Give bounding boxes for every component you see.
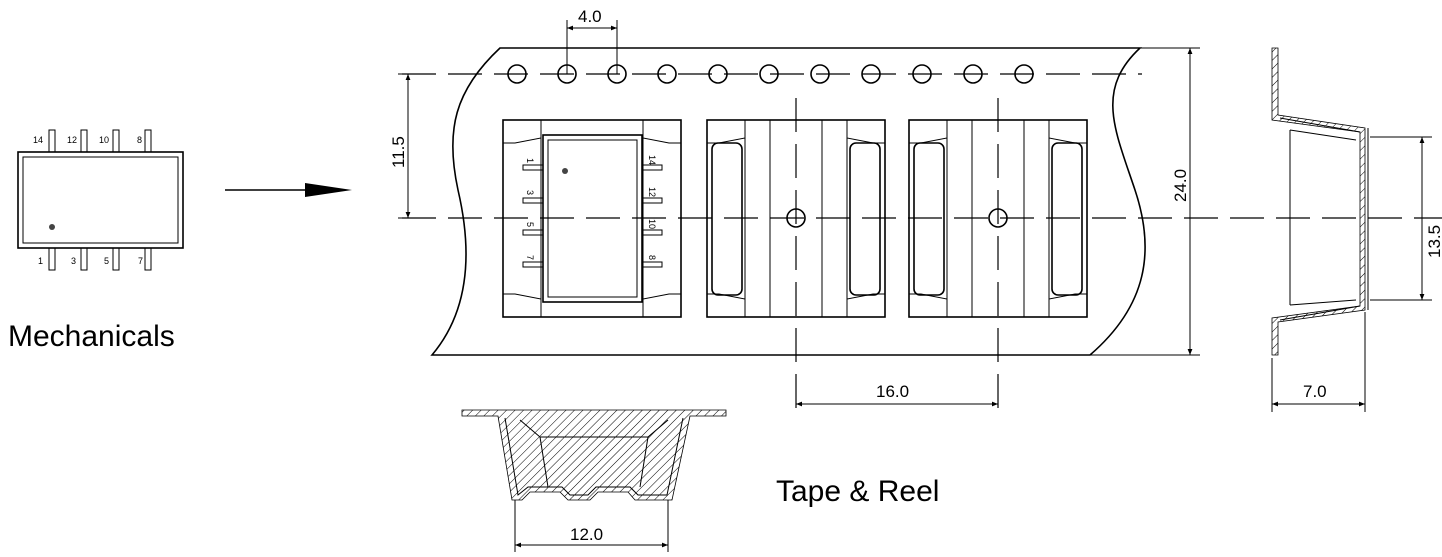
component-mechanicals: 14 12 10 8 1 3 5 7 <box>17 129 184 271</box>
pin-bottom <box>144 247 152 271</box>
pocket-cross-section <box>461 409 727 501</box>
pin-label: 12 <box>647 187 657 197</box>
pin-label: 10 <box>647 219 657 229</box>
pin-label: 7 <box>138 256 143 266</box>
mechanicals-caption: Mechanicals <box>8 320 175 353</box>
tape-reel-caption: Tape & Reel <box>776 475 939 508</box>
dim-label: 13.5 <box>1425 225 1442 258</box>
pin-label: 1 <box>525 158 535 163</box>
pin1-marker <box>49 224 55 230</box>
component-body <box>17 151 184 249</box>
pin-label: 14 <box>647 155 657 165</box>
pocket-empty <box>908 98 1088 410</box>
pin-label: 5 <box>104 256 109 266</box>
dim-label: 24.0 <box>1171 169 1190 202</box>
pin-top <box>48 129 56 153</box>
dim-pocket-width: 13.5 <box>1370 136 1442 301</box>
tape-outline <box>430 47 1146 356</box>
dim-label: 11.5 <box>389 136 408 168</box>
pin-label: 8 <box>647 255 657 260</box>
dim-label: 16.0 <box>876 382 909 401</box>
pin-label: 5 <box>525 222 535 227</box>
pin-top <box>80 129 88 153</box>
pin-label: 7 <box>525 255 535 260</box>
pocket-empty <box>706 98 886 410</box>
dim-offset: 11.5 <box>389 73 430 219</box>
dim-depth: 7.0 <box>1271 312 1366 412</box>
pin-top <box>112 129 120 153</box>
dim-pocket-bottom: 12.0 <box>514 500 669 552</box>
dim-label: 12.0 <box>570 525 603 544</box>
arrow-icon <box>225 183 352 197</box>
dim-label: 4.0 <box>578 7 602 26</box>
dim-pitch-hole: 4.0 <box>566 7 618 74</box>
pin-label: 12 <box>67 135 77 145</box>
carrier-tape <box>402 47 1442 356</box>
pin-bottom <box>112 247 120 271</box>
pin-bottom <box>48 247 56 271</box>
pin-label: 14 <box>33 135 43 145</box>
pin-label: 3 <box>71 256 76 266</box>
pin-top <box>144 129 152 153</box>
pin-label: 8 <box>137 135 142 145</box>
pin-label: 10 <box>99 135 109 145</box>
pin-label: 1 <box>38 256 43 266</box>
pocket-with-component: 1 3 5 7 14 12 10 8 <box>502 119 682 318</box>
dim-pocket-pitch: 16.0 <box>796 382 998 407</box>
dim-label: 7.0 <box>1303 382 1327 401</box>
dim-tape-width: 24.0 <box>1090 47 1200 356</box>
pin-label: 3 <box>525 190 535 195</box>
component-body-inner <box>22 156 179 244</box>
tape-side-section <box>1271 47 1369 356</box>
pin-bottom <box>80 247 88 271</box>
